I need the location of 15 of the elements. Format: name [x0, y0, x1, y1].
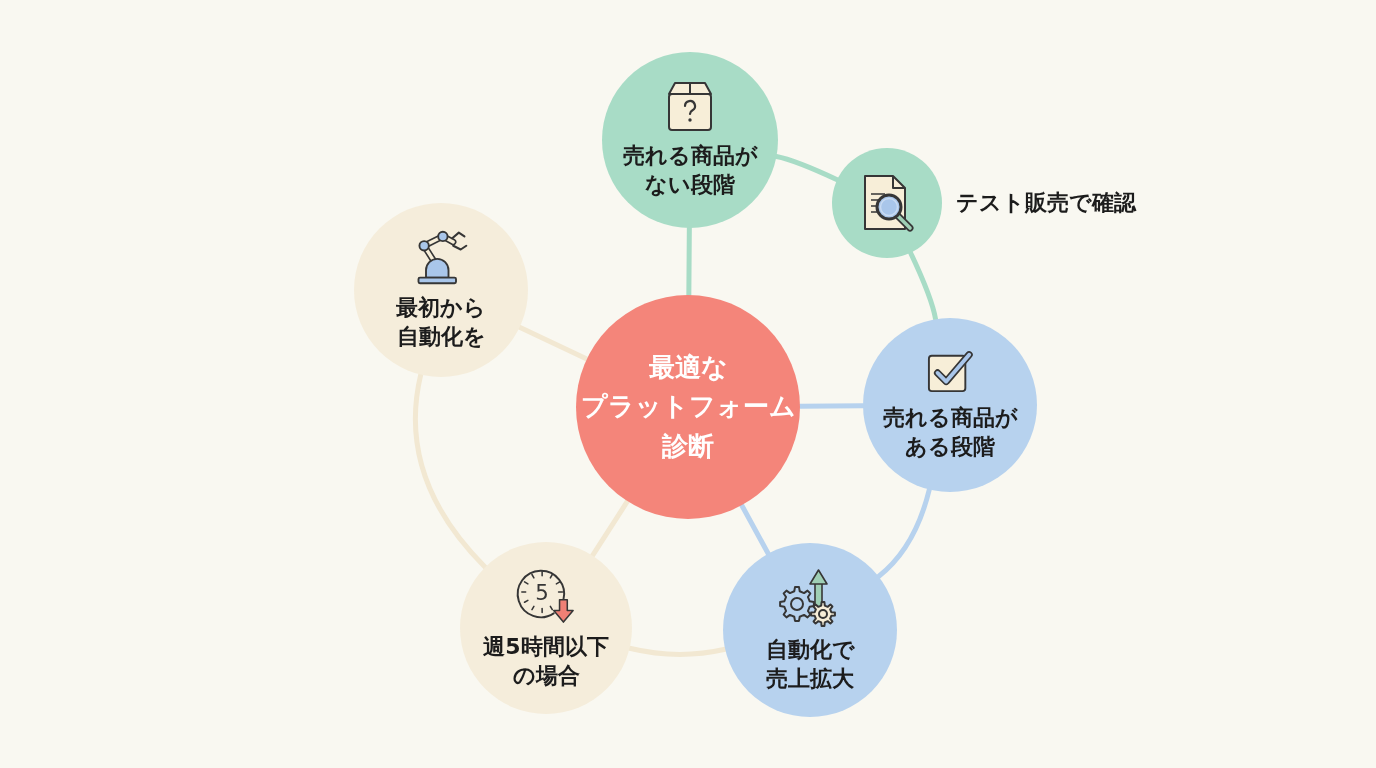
connector-line: [876, 487, 932, 579]
node-label: 売れる商品がある段階: [882, 404, 1018, 461]
connector-line: [590, 498, 630, 559]
clock-number: 5: [535, 580, 549, 606]
connector-line: [686, 225, 692, 298]
connector-line: [517, 324, 590, 362]
node-label: 週5時間以下の場合: [483, 633, 609, 690]
connector-line: [413, 372, 488, 570]
hub-label: 最適なプラットフォーム診断: [580, 350, 796, 463]
connector-line: [739, 502, 771, 557]
side-label: テスト販売で確認: [956, 188, 1136, 217]
node-label: 自動化で売上拡大: [765, 636, 855, 693]
connector-line: [908, 250, 939, 322]
node-label: 最初から自動化を: [396, 294, 486, 351]
node-label: 売れる商品がない段階: [622, 142, 758, 199]
